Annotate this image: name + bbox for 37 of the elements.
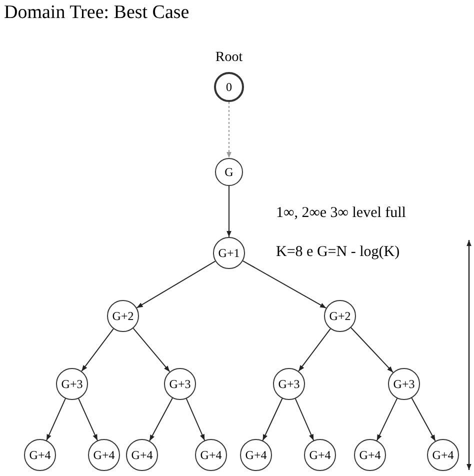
tree-node-circle: G+4 (304, 439, 336, 471)
arrow (262, 398, 283, 441)
tree-node-circle: G+4 (24, 439, 56, 471)
arrow (132, 328, 170, 372)
tree-node-circle: G+3 (56, 368, 88, 400)
arrow (350, 327, 394, 373)
arrow (294, 398, 314, 441)
arrow (81, 328, 114, 372)
arrow (411, 398, 436, 442)
tree-node-circle: 0 (214, 72, 244, 102)
diagram-title: Domain Tree: Best Case (4, 2, 190, 24)
arrow (226, 102, 232, 158)
arrow (136, 260, 216, 308)
tree-node-circle: G+2 (107, 300, 139, 332)
tree-node-circle: G+4 (88, 439, 120, 471)
tree-node-circle: G+3 (164, 368, 196, 400)
node-caption: Root (214, 50, 244, 66)
tree-node-circle: G+4 (195, 439, 227, 471)
tree-node-circle: G+4 (427, 439, 459, 471)
arrow (226, 186, 232, 238)
tree-node-circle: G+4 (354, 439, 386, 471)
tree-node-circle: G (215, 158, 243, 186)
arrow (376, 398, 398, 442)
tree-node-circle: G+3 (388, 368, 420, 400)
annotation-text: K=8 e G=N - log(K) (276, 244, 400, 261)
arrow (186, 398, 206, 441)
tree-node-circle: G+4 (240, 439, 272, 471)
tree-node-circle: G+1 (213, 237, 245, 269)
arrow (242, 260, 327, 309)
arrow (46, 398, 66, 441)
arrow (78, 398, 98, 441)
arrow (298, 328, 331, 372)
tree-node-circle: G+4 (126, 439, 158, 471)
annotation-text: 1∞, 2∞e 3∞ level full (276, 205, 406, 222)
tree-node-circle: G+2 (324, 300, 356, 332)
tree-node-circle: G+3 (273, 368, 305, 400)
arrow (149, 398, 173, 442)
